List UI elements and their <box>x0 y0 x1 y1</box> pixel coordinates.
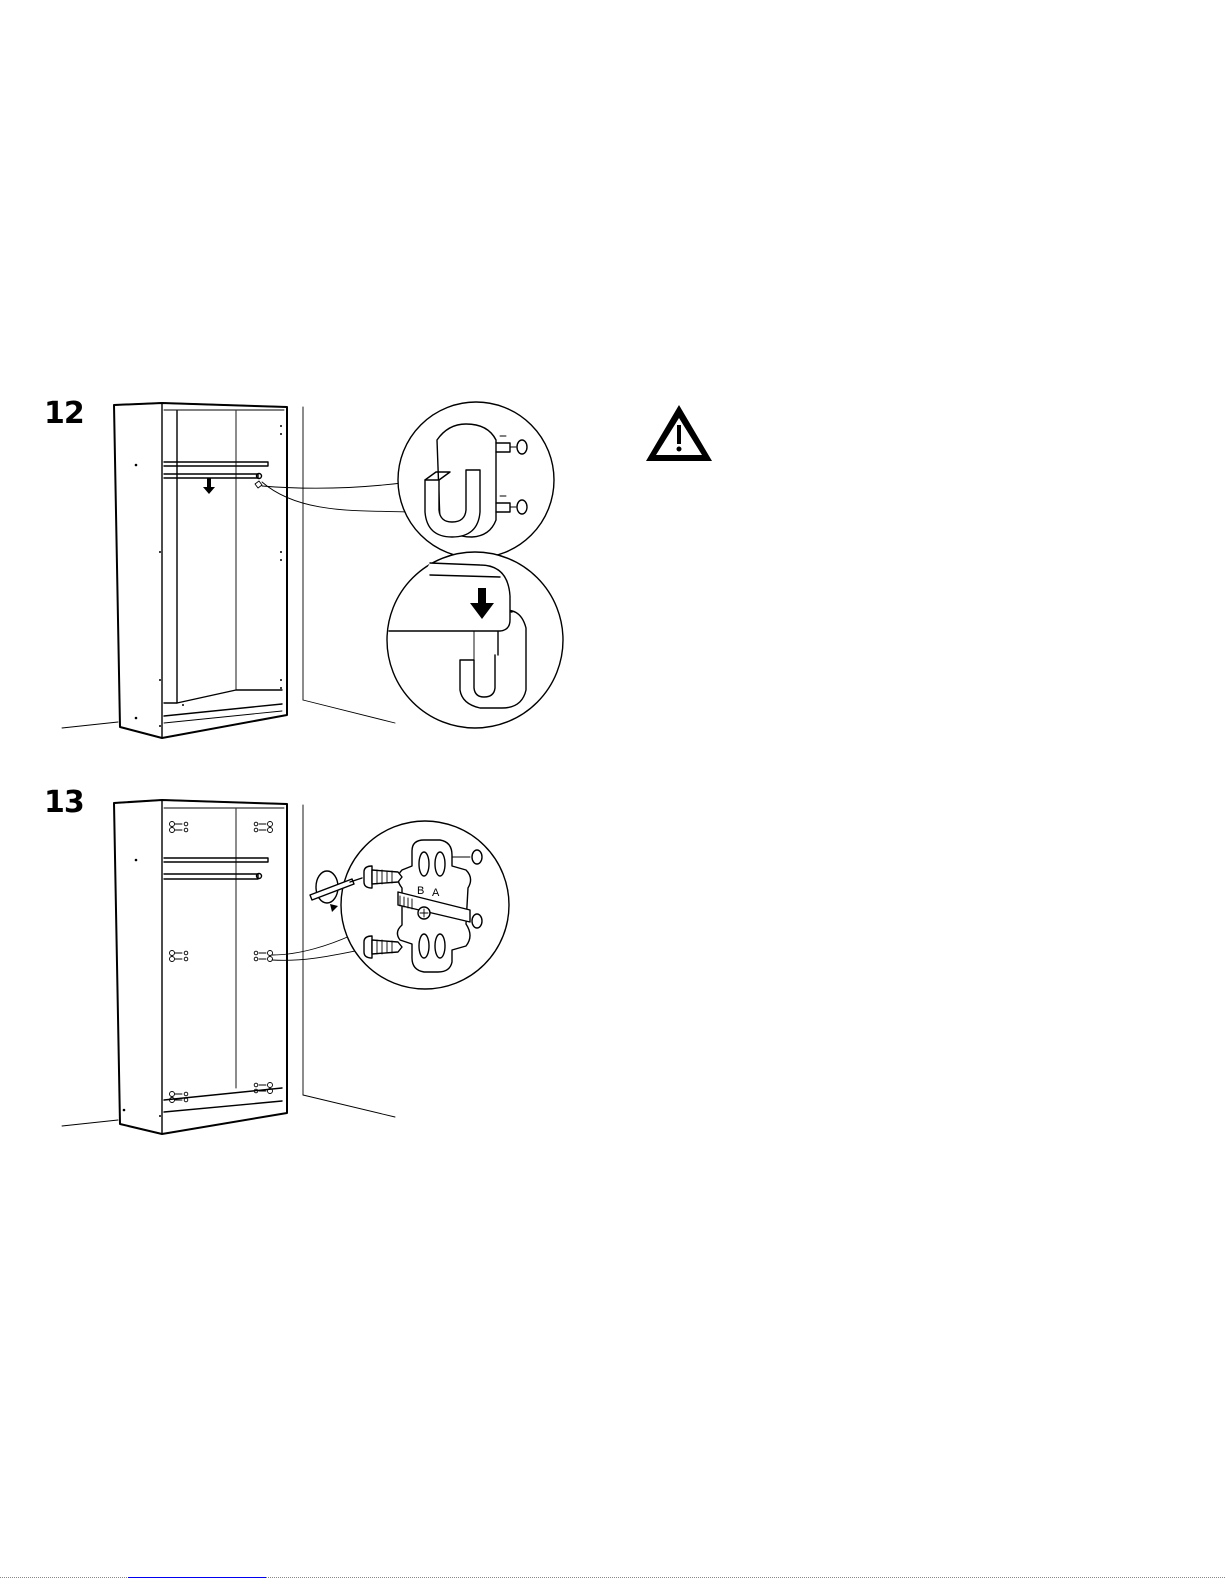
slot-label-b: B <box>417 885 424 897</box>
step-12-illustration <box>62 402 712 738</box>
detail-hinge-plate: B A <box>310 821 509 989</box>
warning-triangle-icon <box>646 405 712 461</box>
wardrobe-frame <box>114 403 287 738</box>
detail-rail-insert <box>387 552 563 728</box>
slot-label-a: A <box>432 887 440 899</box>
wardrobe-frame <box>114 800 287 1134</box>
step-13-illustration: B A <box>62 800 509 1134</box>
footer-link-underline[interactable] <box>128 1577 266 1578</box>
detail-rail-bracket <box>398 402 554 558</box>
